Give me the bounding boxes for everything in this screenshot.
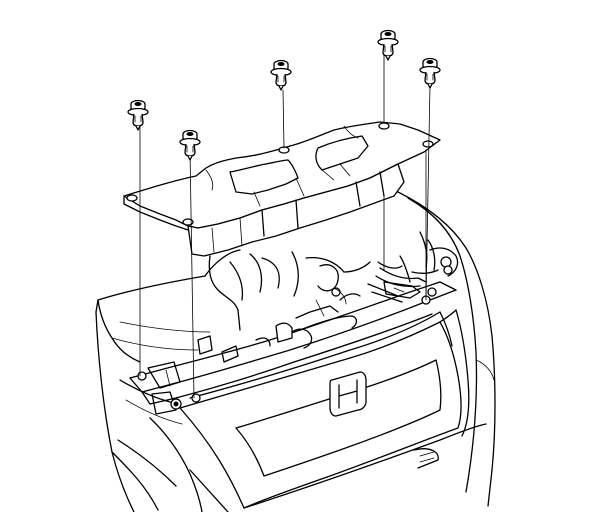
engine-bay [204, 231, 459, 331]
grille [137, 265, 487, 509]
radiator-support [129, 281, 457, 415]
clips-group [127, 29, 441, 161]
clip-left-2 [179, 129, 201, 161]
clip-center [270, 59, 292, 91]
clip-left-1 [127, 99, 149, 131]
vehicle-front-body [95, 186, 496, 512]
clip-right-2 [419, 57, 441, 89]
clip-right-1 [377, 29, 399, 61]
assembly-guide-lines [139, 49, 431, 399]
upper-cover-panel [123, 121, 441, 257]
